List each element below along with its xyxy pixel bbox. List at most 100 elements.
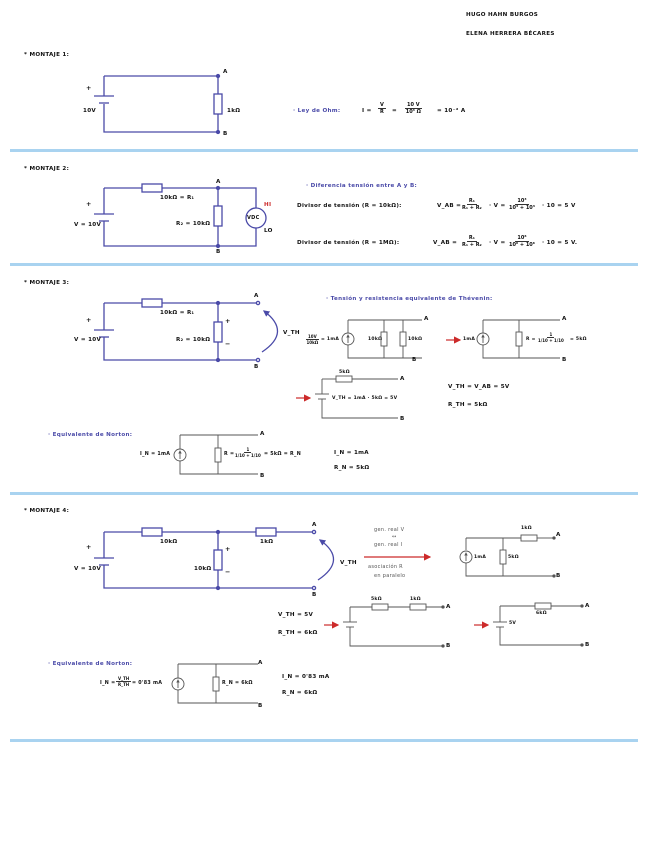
r3-label: 1kΩ: [260, 539, 274, 545]
conversion-bottom-1: asociación R: [368, 564, 403, 570]
r2-label: 10kΩ: [194, 566, 212, 572]
plus-sign: +: [86, 316, 92, 324]
divider-2-label: Divisor de tensión (R = 1MΩ):: [297, 240, 400, 246]
thevenin-parallel-circuit: [341, 319, 422, 359]
node-a: A: [446, 604, 451, 610]
t2-source-label: 5V: [509, 621, 517, 626]
source-label: 10V: [83, 108, 97, 114]
node-a: A: [216, 179, 221, 185]
polarity-minus: −: [225, 568, 231, 576]
node-a: A: [258, 660, 263, 666]
norton-source-value: = 0'83 mA: [132, 681, 163, 686]
node-b: B: [412, 357, 417, 363]
circuit-montaje-2: [94, 183, 267, 249]
divider-1-label: Divisor de tensión (R = 10kΩ):: [297, 203, 402, 209]
norton-r-label: R_N = 6kΩ: [222, 681, 253, 686]
t-r2-label: 1kΩ: [410, 597, 421, 602]
plus-sign: +: [86, 543, 92, 551]
circuit-montaje-3: [94, 298, 279, 363]
node-a: A: [562, 316, 567, 322]
divider-2-result: · 10 = 5 V.: [542, 240, 578, 246]
norton-circuit-m3: [173, 434, 258, 475]
mult-v: · V =: [489, 203, 506, 209]
norton-title: · Equivalente de Norton:: [48, 432, 133, 438]
thevenin-equivalent-parallel: [476, 319, 560, 359]
section-title-3: * MONTAJE 3:: [24, 280, 70, 286]
node-b: B: [585, 642, 590, 648]
node-b: B: [223, 131, 228, 137]
norton-source-lhs: I_N =: [100, 681, 116, 686]
ohm-eq-lhs: I =: [362, 108, 372, 114]
norton-title: · Equivalente de Norton:: [48, 661, 133, 667]
norton-circuit-m4: [171, 663, 258, 704]
thevenin-r-label: 5kΩ: [339, 370, 350, 375]
polarity-minus: −: [225, 340, 231, 348]
conversion-top-3: gen. real I: [374, 542, 403, 548]
node-a: A: [223, 69, 228, 75]
vab-1: V_AB =: [437, 203, 462, 209]
section-title-1: * MONTAJE 1:: [24, 52, 70, 58]
plus-sign: +: [86, 200, 92, 208]
section-separator: [10, 149, 638, 152]
r2-label: R₂ = 10kΩ: [176, 337, 211, 343]
circuit-montaje-4: [94, 527, 335, 591]
vth-label: V_TH: [340, 560, 357, 566]
thevenin-title: · Tensión y resistencia equivalente de T…: [326, 296, 493, 302]
divider-1-result: · 10 = 5 V: [542, 203, 576, 209]
rth-result: R_TH = 5kΩ: [448, 402, 488, 408]
section-title-4: * MONTAJE 4:: [24, 508, 70, 514]
section-separator: [10, 263, 638, 266]
norton-r-result: = 5kΩ = R_N: [264, 452, 302, 457]
resistor: [213, 93, 223, 115]
meter-hi: HI: [264, 202, 272, 208]
section-title-2: * MONTAJE 2:: [24, 166, 70, 172]
ohm-result: = 10⁻² A: [437, 108, 466, 114]
r1-label: 10kΩ = R₁: [160, 195, 195, 201]
mult-v: · V =: [489, 240, 506, 246]
node-b: B: [260, 473, 265, 479]
polarity-plus: +: [225, 317, 231, 325]
node-a: A: [312, 522, 317, 528]
conversion-bottom-2: en paralelo: [374, 573, 406, 579]
author-2: ELENA HERRERA BÉCARES: [466, 31, 555, 37]
node-b: B: [312, 592, 317, 598]
n-source-label: 1mA: [474, 555, 487, 560]
source-label: V = 10V: [74, 566, 102, 572]
vab-2: V_AB =: [433, 240, 458, 246]
r1-label: 10kΩ = R₁: [160, 310, 195, 316]
eq-r-label: R =: [526, 337, 536, 342]
r2-label: R₂ = 10kΩ: [176, 221, 211, 227]
section-separator: [10, 739, 638, 742]
vth-result: V_TH = V_AB = 5V: [448, 384, 510, 390]
ohm-law-label: · Ley de Ohm:: [293, 108, 341, 114]
diff-title: · Diferencia tensión entre A y B:: [306, 183, 418, 189]
node-a: A: [254, 293, 259, 299]
plus-sign: +: [86, 84, 92, 92]
vth-label: V_TH: [283, 330, 300, 336]
norton-m4-top-circuit: [459, 534, 556, 578]
thevenin-source-eq: V_TH = 1mA · 5kΩ = 5V: [332, 396, 398, 401]
node-a: A: [400, 376, 405, 382]
thevenin-series-circuit: [315, 375, 398, 419]
node-b: B: [562, 357, 567, 363]
node-a: A: [260, 431, 265, 437]
n-r-label: 5kΩ: [508, 555, 519, 560]
eq-r-result: = 5kΩ: [570, 337, 587, 342]
in-result: I_N = 0'83 mA: [282, 674, 330, 680]
node-b: B: [258, 703, 263, 709]
thevenin-m4-reduced: [493, 602, 584, 647]
in-result: I_N = 1mA: [334, 450, 369, 456]
eq-source-label: 1mA: [463, 337, 476, 342]
conversion-top-2: ↔: [392, 534, 397, 540]
node-a: A: [424, 316, 429, 322]
resistor-a-label: 10kΩ: [368, 337, 383, 342]
norton-source: I_N = 1mA: [140, 452, 171, 457]
